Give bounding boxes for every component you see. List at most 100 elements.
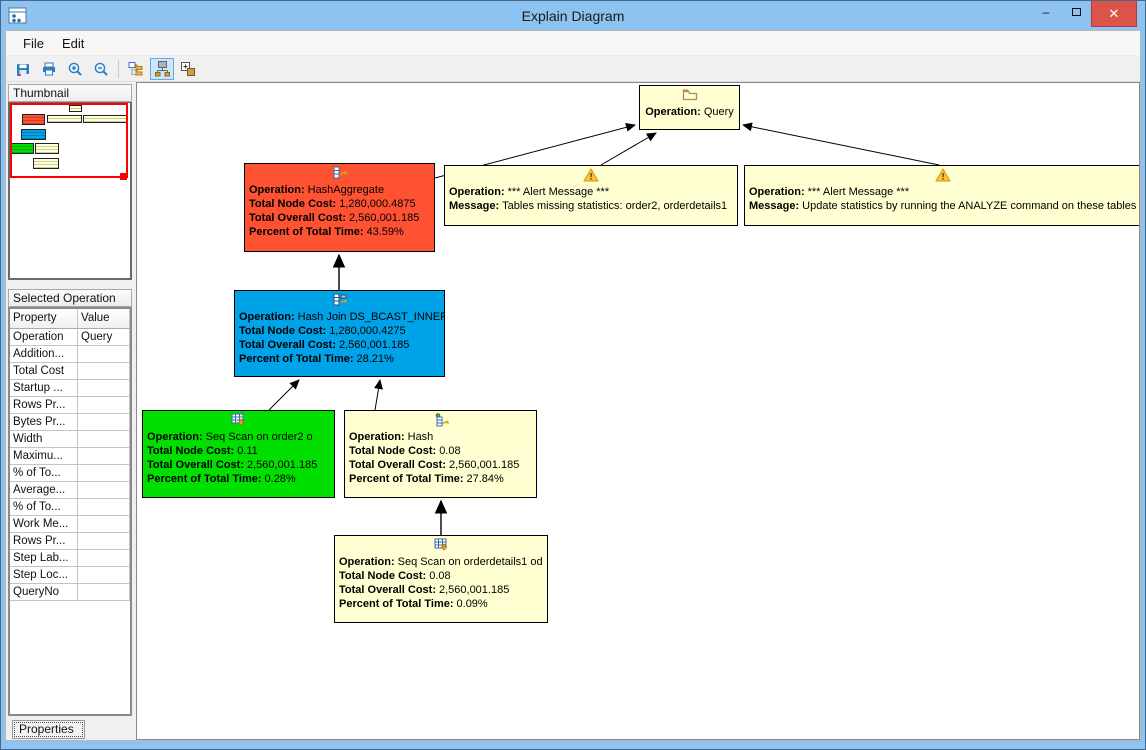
property-value-cell	[78, 346, 130, 363]
property-value-cell	[78, 397, 130, 414]
property-row[interactable]: Total Cost	[10, 363, 130, 380]
node-text-row: Percent of Total Time:0.09%	[339, 598, 488, 610]
property-value-cell	[78, 533, 130, 550]
property-table-header: Property Value	[10, 309, 130, 329]
node-query[interactable]: Operation:Query	[639, 85, 740, 130]
property-value-cell	[78, 448, 130, 465]
node-text-row: Total Node Cost:0.08	[349, 445, 461, 457]
node-text-row: Percent of Total Time:0.28%	[147, 473, 296, 485]
node-text-row: Total Overall Cost:2,560,001.185	[147, 459, 318, 471]
save-button[interactable]	[11, 58, 35, 80]
property-row[interactable]: % of To...	[10, 499, 130, 516]
tree-view-button[interactable]	[124, 58, 148, 80]
tab-properties[interactable]: Properties	[12, 719, 85, 739]
node-alert-message-1[interactable]: Operation:*** Alert Message *** Message:T…	[444, 165, 738, 226]
node-text-row: Operation:HashAggregate	[249, 184, 385, 196]
property-row[interactable]: QueryNo	[10, 584, 130, 601]
property-name-cell: Operation	[10, 329, 78, 346]
thumbnail-panel-title: Thumbnail	[8, 84, 132, 102]
selected-operation-panel-title: Selected Operation	[8, 289, 132, 307]
property-name-cell: Rows Pr...	[10, 397, 78, 414]
menu-file[interactable]: File	[23, 35, 44, 51]
thumbnail-view[interactable]	[8, 102, 132, 280]
property-row[interactable]: Rows Pr...	[10, 533, 130, 550]
maximize-button[interactable]	[1061, 1, 1091, 23]
org-chart-view-button[interactable]	[150, 57, 174, 80]
toolbar	[6, 56, 1140, 82]
property-row[interactable]: Work Me...	[10, 516, 130, 533]
property-value-cell	[78, 567, 130, 584]
node-text-row: Total Node Cost:0.08	[339, 570, 451, 582]
zoom-out-button[interactable]	[89, 58, 113, 80]
minimize-button[interactable]: –	[1042, 5, 1050, 19]
property-row[interactable]: Addition...	[10, 346, 130, 363]
property-value-cell: Query	[78, 329, 130, 346]
maximize-icon	[1071, 8, 1081, 16]
warning-icon	[749, 168, 1136, 185]
node-text-row: Message:Tables missing statistics: order…	[449, 200, 728, 212]
property-value-cell	[78, 482, 130, 499]
thumbnail-viewport-handle[interactable]	[120, 173, 127, 180]
thumbnail-mini-node	[47, 115, 82, 123]
thumbnail-mini-node	[21, 129, 46, 140]
node-alert-message-2[interactable]: Operation:*** Alert Message ***Message:U…	[744, 165, 1139, 226]
window-title: Explain Diagram	[521, 7, 625, 24]
node-seq-scan-order2[interactable]: Operation:Seq Scan on order2 o Total Node…	[142, 410, 335, 498]
new-window-icon	[181, 61, 195, 76]
property-name-cell: QueryNo	[10, 584, 78, 601]
menu-edit[interactable]: Edit	[61, 35, 85, 51]
thumbnail-viewport-rect[interactable]	[10, 103, 128, 178]
tree-view-icon	[128, 61, 143, 75]
property-row[interactable]: Bytes Pr...	[10, 414, 130, 431]
node-text-row: Operation:Seq Scan on order2 o	[147, 431, 313, 443]
new-window-button[interactable]	[176, 58, 200, 80]
thumbnail-mini-node	[69, 105, 82, 112]
hash-aggregate-icon	[249, 166, 430, 183]
property-name-cell: Width	[10, 431, 78, 448]
node-text-row: Percent of Total Time:27.84%	[349, 473, 504, 485]
property-name-cell: Rows Pr...	[10, 533, 78, 550]
node-text-row: Percent of Total Time:43.59%	[249, 226, 404, 238]
diagram-edges	[268, 122, 940, 535]
column-header-property: Property	[10, 309, 78, 329]
property-row[interactable]: Step Loc...	[10, 567, 130, 584]
zoom-in-button[interactable]	[63, 58, 87, 80]
sidebar: Thumbnail Selected Operation	[6, 82, 134, 740]
property-name-cell: Step Loc...	[10, 567, 78, 584]
property-value-cell	[78, 414, 130, 431]
property-value-cell	[78, 465, 130, 482]
property-row[interactable]: % of To...	[10, 465, 130, 482]
property-table: Property Value Operation Query Addition.…	[8, 307, 132, 716]
node-text-row: Operation:Hash Join DS_BCAST_INNER	[239, 311, 445, 323]
property-row[interactable]: Width	[10, 431, 130, 448]
property-value-cell	[78, 380, 130, 397]
property-value-cell	[78, 550, 130, 567]
warning-icon	[449, 168, 733, 185]
close-button[interactable]: ✕	[1091, 1, 1137, 27]
node-hash-join[interactable]: Operation:Hash Join DS_BCAST_INNER Total …	[234, 290, 445, 377]
toolbar-separator	[118, 59, 119, 78]
property-row[interactable]: Operation Query	[10, 329, 130, 346]
property-name-cell: Work Me...	[10, 516, 78, 533]
property-row[interactable]: Step Lab...	[10, 550, 130, 567]
property-row[interactable]: Average...	[10, 482, 130, 499]
node-text-row: Operation:*** Alert Message ***	[449, 186, 610, 198]
print-button[interactable]	[37, 58, 61, 80]
seq-scan-icon	[339, 538, 543, 555]
seq-scan-icon	[147, 413, 330, 430]
diagram-canvas[interactable]: Operation:Query Operation:Hash	[136, 82, 1140, 740]
property-row[interactable]: Startup ...	[10, 380, 130, 397]
org-chart-view-icon	[154, 61, 170, 77]
property-name-cell: % of To...	[10, 499, 78, 516]
menu-bar: File Edit	[6, 31, 1140, 56]
node-text-row: Total Overall Cost:2,560,001.185	[239, 339, 410, 351]
sidebar-tab-strip: Properties	[8, 718, 132, 740]
property-row[interactable]: Rows Pr...	[10, 397, 130, 414]
node-text-row: Total Node Cost:0.11	[147, 445, 258, 457]
property-row[interactable]: Maximu...	[10, 448, 130, 465]
thumbnail-mini-node	[33, 158, 59, 169]
property-name-cell: Average...	[10, 482, 78, 499]
